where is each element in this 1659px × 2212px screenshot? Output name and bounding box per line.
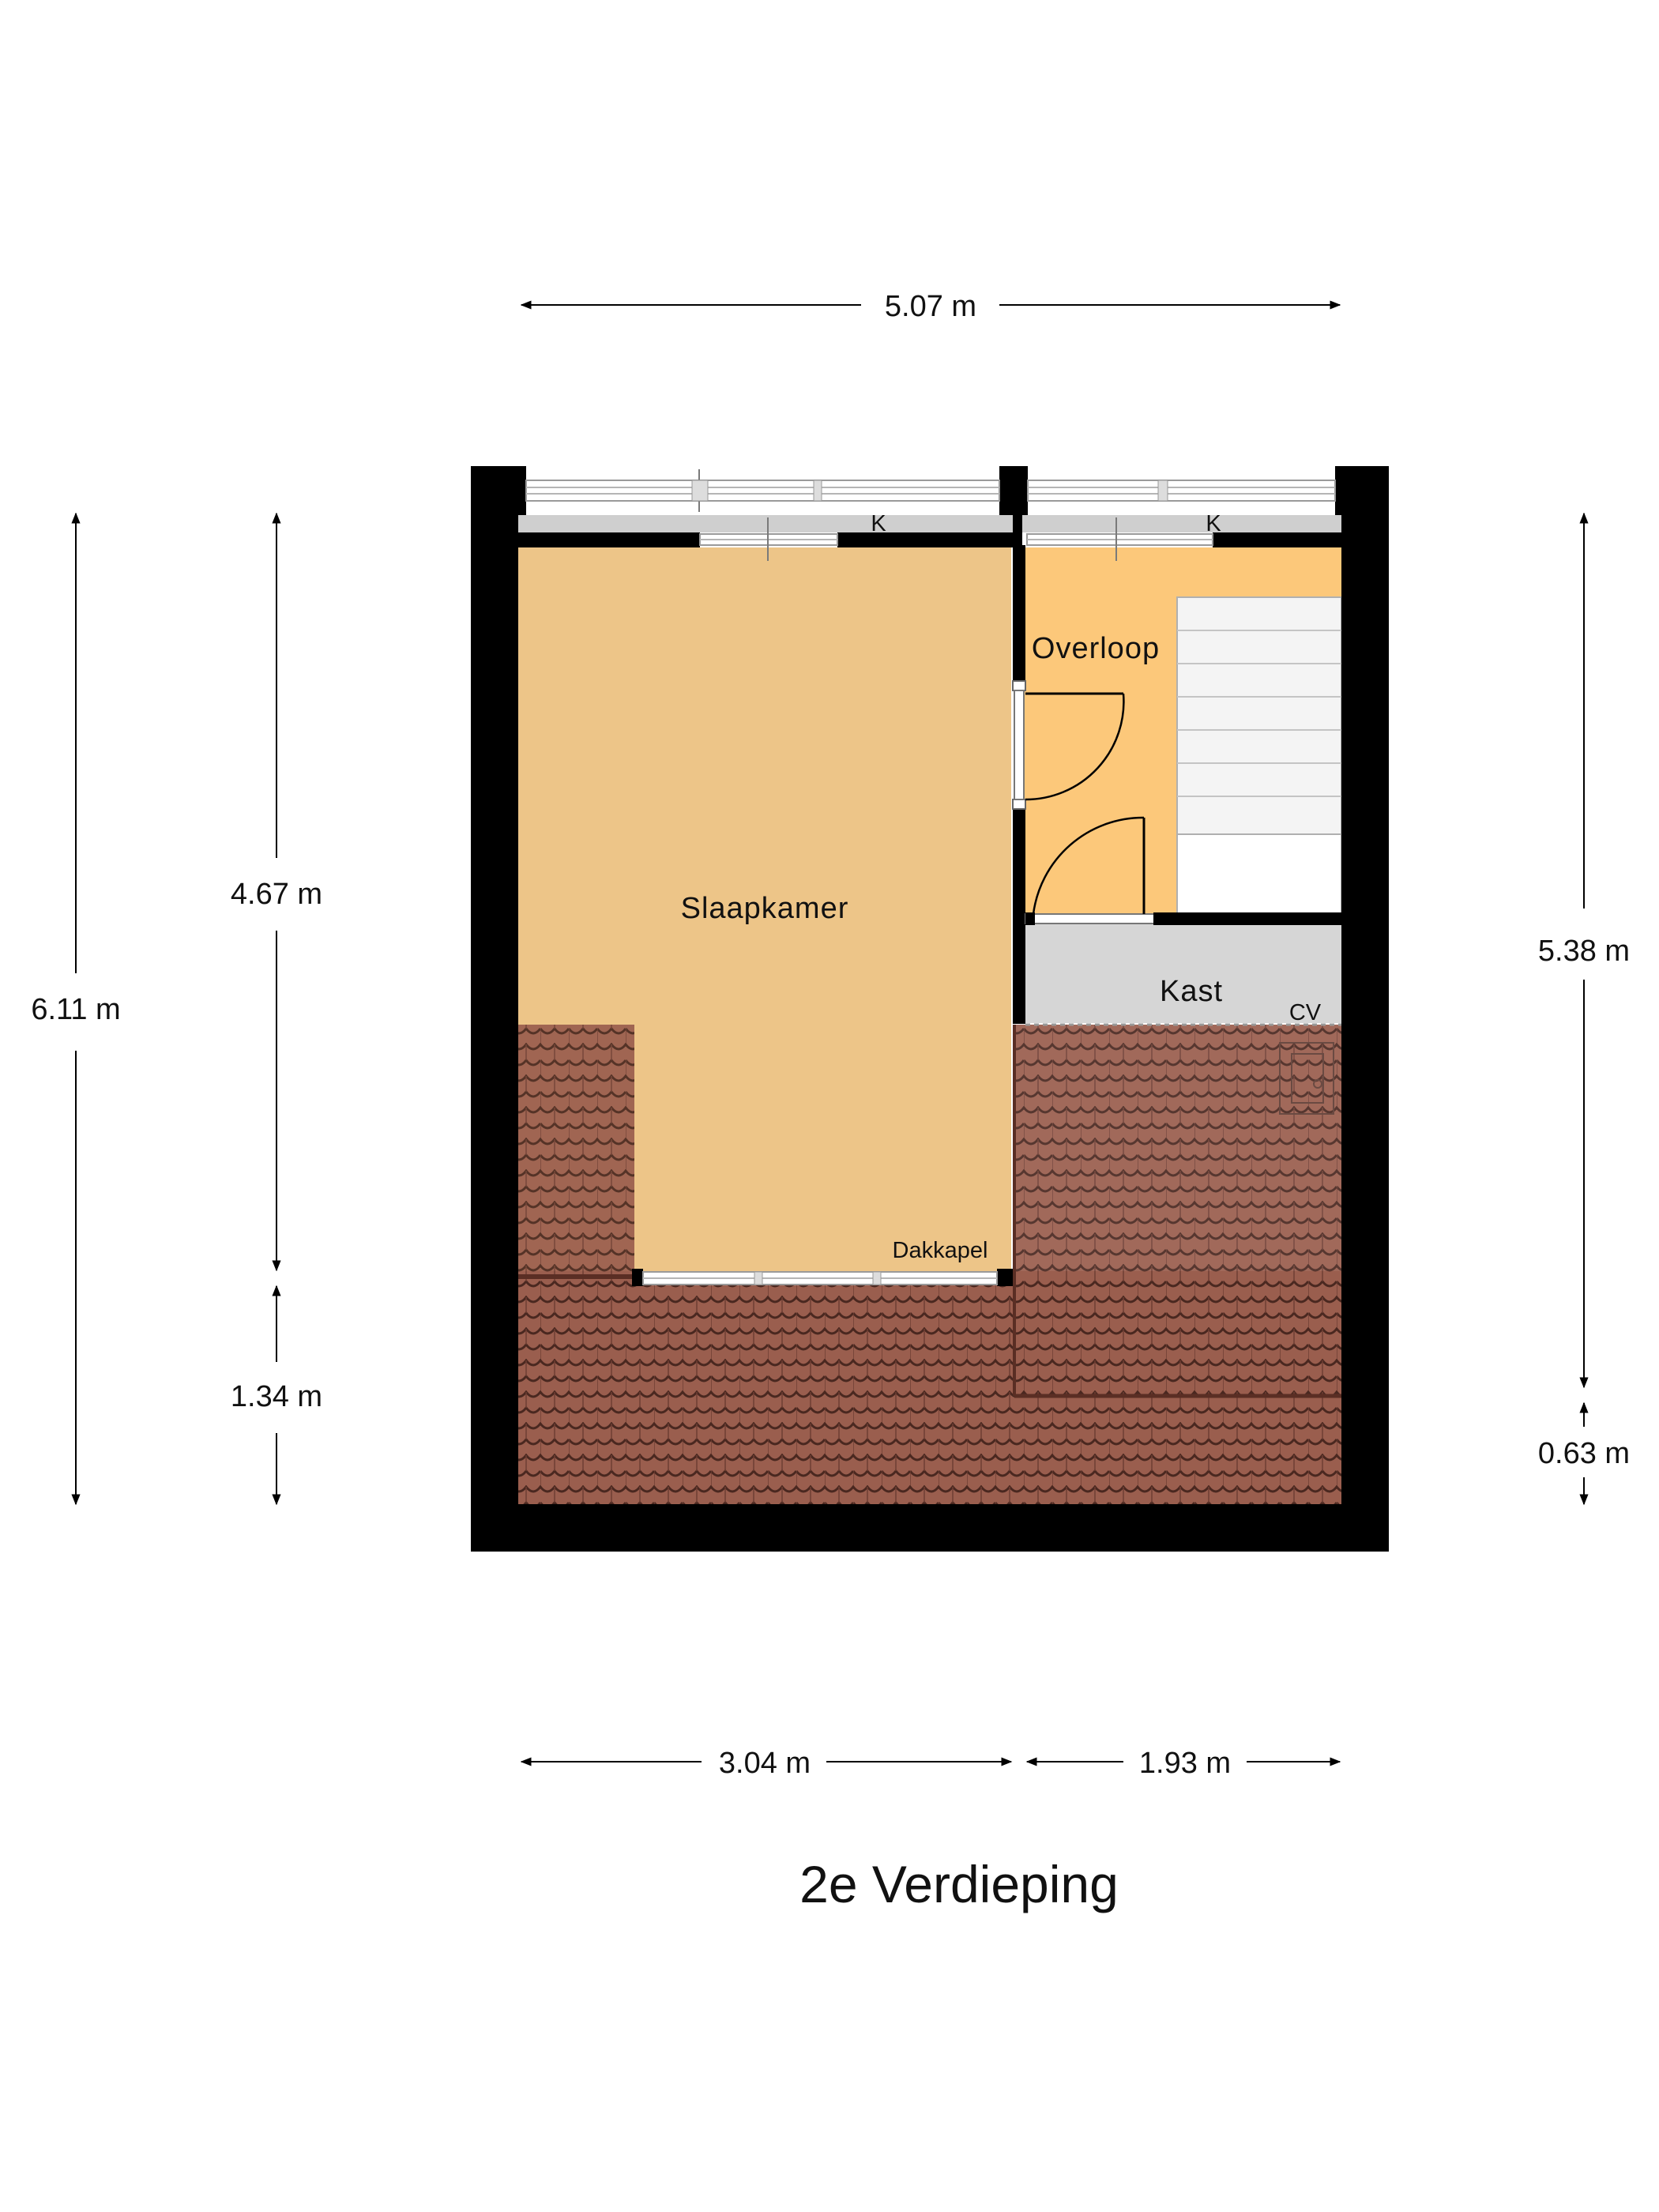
dimension-label-left-total: 6.11 m	[31, 993, 120, 1026]
dimension-label-left-lower: 1.34 m	[231, 1380, 322, 1413]
top-window-left	[525, 469, 1000, 512]
dimension-label-right-upper: 5.38 m	[1538, 935, 1630, 968]
label-k-left: K	[871, 511, 886, 536]
kast-floor	[1019, 920, 1341, 1023]
inner-window-left	[699, 517, 838, 561]
room-label-kast: Kast	[1160, 975, 1223, 1008]
dimension-left-total: 6.11 m	[31, 512, 121, 1506]
floor-title: 2e Verdieping	[799, 1855, 1119, 1913]
stairs-icon	[1176, 596, 1342, 914]
dakkapel-window	[632, 1269, 1013, 1286]
top-window-right	[1027, 480, 1336, 502]
label-k-right: K	[1206, 511, 1221, 536]
room-label-slaapkamer: Slaapkamer	[681, 892, 849, 925]
window-sill-strip	[517, 515, 1341, 532]
exterior-walls	[471, 466, 1389, 1552]
door-swing-icon	[1014, 690, 1125, 801]
dimension-left-lower: 1.34 m	[231, 1285, 322, 1506]
room-label-dakkapel: Dakkapel	[893, 1238, 988, 1263]
inner-window-right	[1026, 517, 1213, 561]
dimension-left-upper: 4.67 m	[231, 512, 322, 1272]
boiler-icon	[1279, 1042, 1334, 1115]
kast-wall	[1025, 816, 1341, 925]
dimension-label-top: 5.07 m	[885, 290, 976, 323]
dimension-right-lower: 0.63 m	[1538, 1401, 1630, 1506]
dimension-top: 5.07 m	[520, 290, 1341, 323]
dimension-label-left-upper: 4.67 m	[231, 878, 322, 911]
dimension-bottom-left: 3.04 m	[520, 1747, 1013, 1780]
interior-wall	[1012, 545, 1026, 1024]
knee-wall	[518, 515, 1341, 548]
dimension-label-right-lower: 0.63 m	[1538, 1437, 1630, 1470]
dimension-label-bottom-right: 1.93 m	[1139, 1747, 1231, 1780]
roof-tiles	[517, 1025, 1341, 1504]
room-label-cv: CV	[1289, 1000, 1322, 1025]
dimension-label-bottom-left: 3.04 m	[719, 1747, 811, 1780]
room-label-overloop: Overloop	[1032, 632, 1160, 665]
dimension-right-upper: 5.38 m	[1538, 512, 1630, 1389]
dimension-bottom-right: 1.93 m	[1025, 1747, 1341, 1780]
